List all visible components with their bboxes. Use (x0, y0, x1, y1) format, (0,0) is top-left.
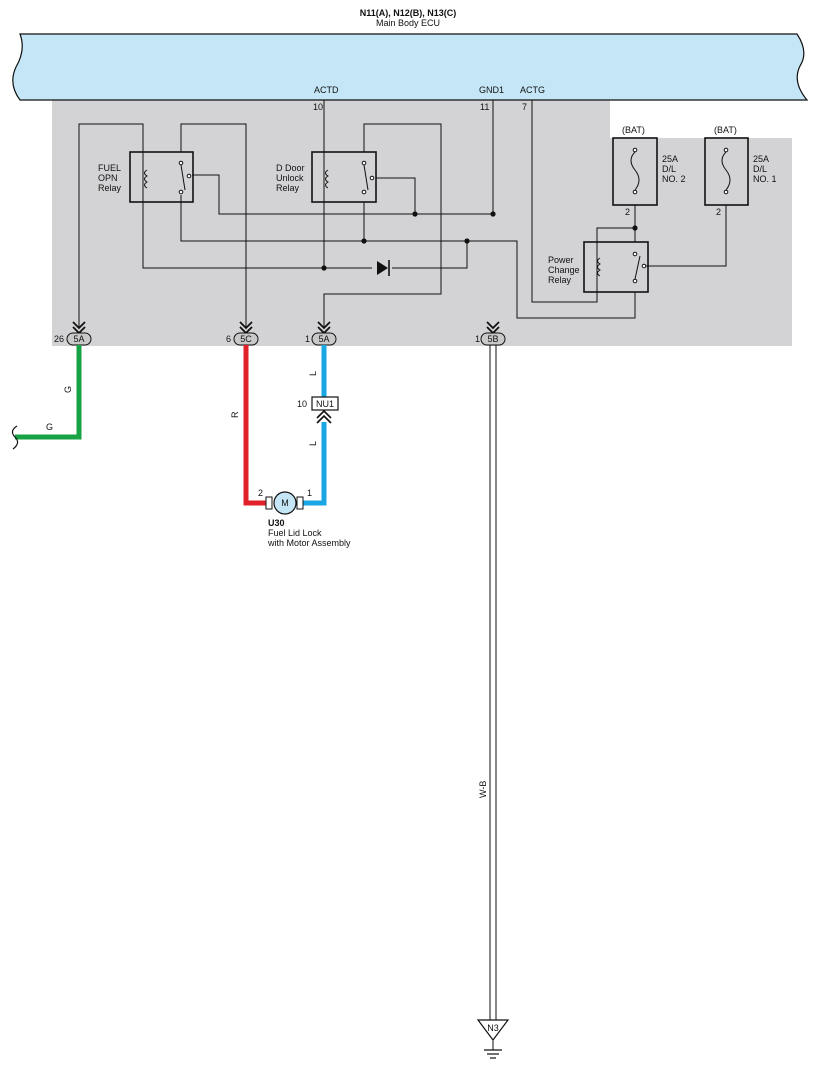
diode-icon (372, 259, 392, 277)
terminal-actg-pin: 7 (522, 102, 527, 112)
relay-module-background (52, 100, 792, 346)
fuse-no2-line-2: D/L (662, 164, 676, 174)
connector-5c-id: 5C (240, 334, 252, 344)
wire-green-label: G (63, 386, 73, 393)
fuel-opn-relay-label-3: Relay (98, 183, 122, 193)
connector-5c-pin: 6 (226, 334, 231, 344)
fuse-no2-line-3: NO. 2 (662, 174, 686, 184)
fuse-dl-no2 (612, 137, 658, 206)
terminal-gnd1-name: GND1 (479, 85, 504, 95)
connector-5a-left-id: 5A (73, 334, 84, 344)
power-change-relay-label-3: Relay (548, 275, 572, 285)
junction-pin: 10 (297, 399, 307, 409)
wire-green-branch-label: G (46, 422, 53, 432)
power-change-relay (583, 241, 649, 293)
power-change-relay-label-2: Change (548, 265, 580, 275)
connector-5a-mid-pin: 1 (305, 334, 310, 344)
fuse-no1-source: (BAT) (714, 125, 737, 135)
wire-blue-upper-label: L (308, 371, 318, 376)
fuse-no2-source: (BAT) (622, 125, 645, 135)
connector-5a-left-pin: 26 (54, 334, 64, 344)
double-chevron-up-icon (316, 409, 332, 424)
motor-name-line-2: with Motor Assembly (267, 538, 351, 548)
fuse-icon (630, 151, 640, 191)
wire-blue-lower-label: L (308, 441, 318, 446)
connector-5a-mid-id: 5A (318, 334, 329, 344)
fuse-icon (721, 151, 731, 191)
motor-pin-left: 2 (258, 488, 263, 498)
ecu-connectors-label: N11(A), N12(B), N13(C) (360, 8, 457, 18)
fuse-no1-line-2: D/L (753, 164, 767, 174)
fuse-no1-line-1: 25A (753, 154, 769, 164)
fuse-no2-pin: 2 (625, 207, 630, 217)
connector-5a-mid: 5A (311, 332, 337, 346)
junction-id: NU1 (316, 399, 334, 409)
ground-point-label: N3 (487, 1023, 499, 1033)
fuel-opn-relay-label-1: FUEL (98, 163, 121, 173)
relay-coil-icon (144, 169, 148, 189)
connector-5b-pin: 1 (475, 334, 480, 344)
d-door-unlock-relay (311, 151, 377, 203)
wire-ground (489, 345, 497, 1020)
fuel-opn-relay (129, 151, 194, 203)
wire-ground-label: W-B (478, 781, 488, 798)
motor-icon (273, 491, 297, 515)
junction-connector-nu1: NU1 (311, 396, 339, 424)
ground-point-n3: N3 (476, 1019, 510, 1059)
terminal-actd-name: ACTD (314, 85, 339, 95)
connector-5a-left: 5A (66, 332, 92, 346)
d-door-relay-label-1: D Door (276, 163, 305, 173)
d-door-relay-label-3: Relay (276, 183, 300, 193)
motor-pin-right: 1 (307, 488, 312, 498)
motor-name-line-1: Fuel Lid Lock (268, 528, 322, 538)
fuse-dl-no1 (704, 137, 749, 206)
wire-blue (300, 345, 327, 506)
connector-5c: 5C (233, 332, 259, 346)
terminal-actd-pin: 10 (313, 102, 323, 112)
connector-5b: 5B (480, 332, 506, 346)
fuse-no1-line-3: NO. 1 (753, 174, 777, 184)
terminal-actg-name: ACTG (520, 85, 545, 95)
fuel-lid-motor: M (265, 491, 304, 515)
power-change-relay-label-1: Power (548, 255, 574, 265)
wire-green (11, 345, 82, 450)
motor-code: U30 (268, 518, 285, 528)
ground-icon (484, 1049, 502, 1059)
wire-red (243, 345, 268, 506)
junction-dots (321, 211, 638, 271)
motor-symbol: M (281, 498, 289, 508)
main-body-ecu (12, 33, 809, 101)
wire-red-label: R (230, 411, 240, 418)
ecu-name-label: Main Body ECU (376, 18, 440, 28)
relay-coil-icon (325, 169, 329, 189)
terminal-gnd1-pin: 11 (480, 102, 489, 112)
connector-5b-id: 5B (487, 334, 498, 344)
fuse-no1-pin: 2 (716, 207, 721, 217)
d-door-relay-label-2: Unlock (276, 173, 304, 183)
fuse-no2-line-1: 25A (662, 154, 678, 164)
fuel-opn-relay-label-2: OPN (98, 173, 118, 183)
